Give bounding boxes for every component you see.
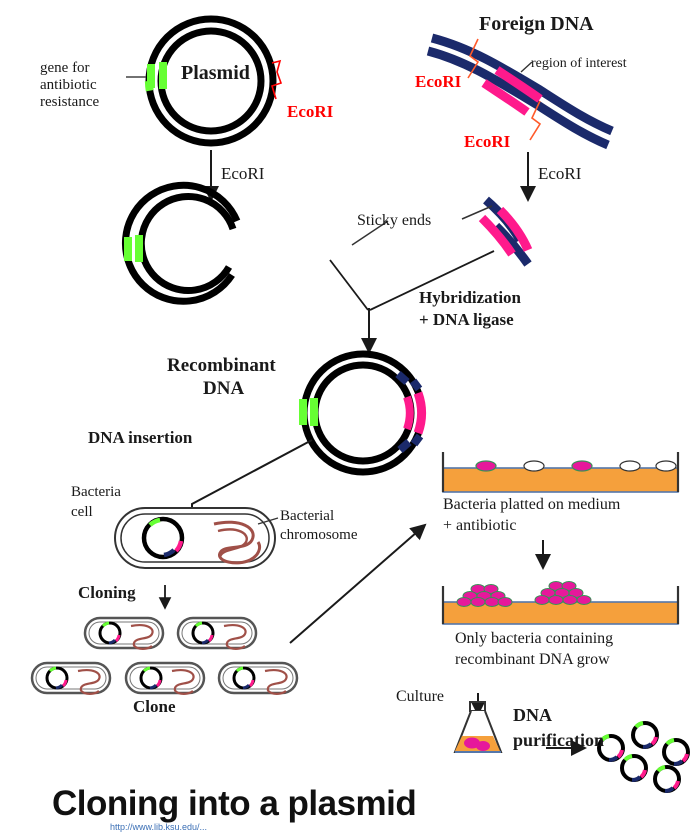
label-plated-line2: + antibiotic: [443, 517, 517, 534]
label-ecori-step-right: EcoRI: [538, 164, 582, 183]
label-chromosome: chromosome: [280, 527, 358, 543]
label-ecori-step-left: EcoRI: [221, 164, 265, 183]
leader-sticky-left: [351, 220, 389, 246]
colony-cluster: [456, 584, 513, 607]
label-hybridization: Hybridization: [419, 288, 522, 307]
clone-cell: [124, 661, 206, 695]
label-sticky-ends: Sticky ends: [357, 212, 432, 229]
plasmid-top: [126, 15, 283, 147]
label-only-line1: Only bacteria containing: [455, 630, 614, 647]
culture-flask: [453, 701, 503, 753]
leader-sticky-right: [461, 205, 493, 220]
label-foreign-dna: Foreign DNA: [479, 13, 594, 35]
colony-cluster: [534, 581, 592, 605]
purified-plasmids: [597, 721, 690, 794]
clone-cell: [83, 616, 165, 650]
label-dna-purification-line1: DNA: [513, 705, 552, 725]
purified-plasmid: [653, 765, 681, 794]
label-bacterial: Bacterial: [280, 508, 335, 524]
bacteria-cell: [114, 507, 279, 569]
petri-dish-plated: [441, 452, 680, 493]
plasmid-recombinant: [299, 350, 426, 476]
label-recombinant: Recombinant: [167, 355, 276, 376]
page-title: Cloning into a plasmid: [52, 784, 417, 823]
clone-cell: [217, 661, 299, 695]
foreign-dna-strand: [426, 33, 614, 150]
label-plated-line1: Bacteria platted on medium: [443, 496, 621, 513]
label-ecori-foreign-bottom: EcoRI: [464, 132, 511, 151]
label-only-line2: recombinant DNA grow: [455, 651, 610, 668]
arrow-plating: [289, 523, 427, 644]
label-dna-purification-line2: purification: [513, 730, 605, 750]
label-dna-ligase: + DNA ligase: [419, 310, 514, 329]
clone-cells: [30, 616, 299, 695]
label-recombinant-dna: DNA: [203, 378, 245, 399]
label-clone: Clone: [133, 697, 176, 716]
clone-cell: [30, 661, 112, 695]
clone-cell: [176, 616, 258, 650]
purified-plasmid: [620, 754, 648, 783]
label-ecori-foreign-top: EcoRI: [415, 72, 462, 91]
credit-url: http://www.lib.ksu.edu/...: [110, 822, 208, 832]
label-bacteria-cell: cell: [71, 504, 93, 520]
label-region-of-interest: region of interest: [531, 56, 627, 71]
label-ecori-plasmid: EcoRI: [287, 102, 334, 121]
purified-plasmid: [662, 738, 690, 767]
label-cloning: Cloning: [78, 583, 136, 602]
label-dna-insertion: DNA insertion: [88, 428, 193, 447]
purified-plasmid: [597, 734, 625, 763]
purified-plasmid: [631, 721, 659, 750]
foreign-dna-fragment: [478, 196, 533, 267]
petri-dish-grown: [441, 581, 680, 625]
label-plasmid: Plasmid: [181, 62, 250, 84]
label-bacteria: Bacteria: [71, 484, 121, 500]
label-culture: Culture: [396, 688, 444, 705]
plasmid-cut: [121, 181, 241, 305]
